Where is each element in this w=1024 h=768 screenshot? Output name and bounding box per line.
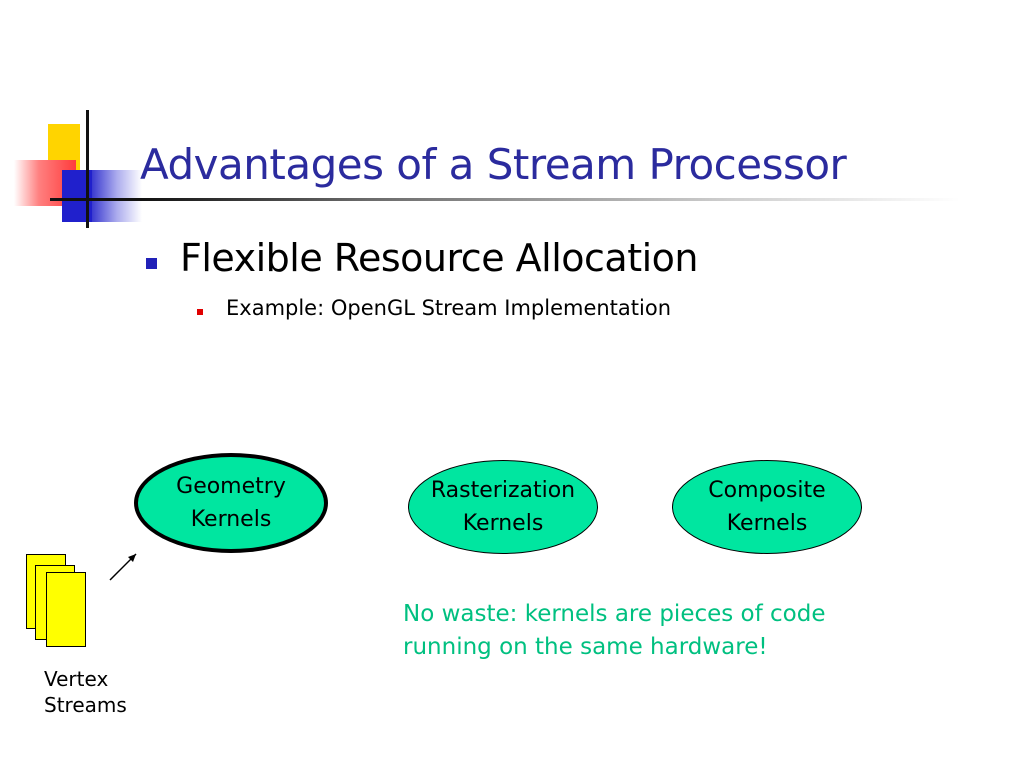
rasterization-kernels-node: Rasterization Kernels xyxy=(408,460,598,554)
title-underline xyxy=(50,198,960,201)
composite-kernels-line1: Composite xyxy=(708,478,826,503)
vertex-streams-label: Vertex Streams xyxy=(44,666,127,718)
geometry-kernels-line1: Geometry xyxy=(176,474,286,499)
composite-kernels-line2: Kernels xyxy=(726,511,808,536)
vertex-streams-line2: Streams xyxy=(44,693,127,717)
arrow-icon xyxy=(109,553,137,581)
sub-bullet-square-icon xyxy=(197,309,203,315)
composite-kernels-node: Composite Kernels xyxy=(672,460,862,554)
geometry-kernels-node: Geometry Kernels xyxy=(134,453,328,553)
vertex-streams-line1: Vertex xyxy=(44,667,109,691)
rasterization-kernels-line2: Kernels xyxy=(462,511,544,536)
no-waste-note: No waste: kernels are pieces of code run… xyxy=(403,598,826,664)
bullet-flexible-resource: Flexible Resource Allocation xyxy=(180,236,698,280)
sub-bullet-example: Example: OpenGL Stream Implementation xyxy=(226,296,671,320)
no-waste-note-line2: running on the same hardware! xyxy=(403,634,768,660)
geometry-kernels-line2: Kernels xyxy=(190,507,272,532)
bullet-square-icon xyxy=(146,258,157,269)
rasterization-kernels-line1: Rasterization xyxy=(430,478,576,503)
decor-blue-fade xyxy=(92,170,142,222)
decor-vertical-line xyxy=(86,110,89,228)
slide-title: Advantages of a Stream Processor xyxy=(140,140,847,189)
no-waste-note-line1: No waste: kernels are pieces of code xyxy=(403,601,826,627)
vertex-stream-sheet-3 xyxy=(46,572,86,647)
